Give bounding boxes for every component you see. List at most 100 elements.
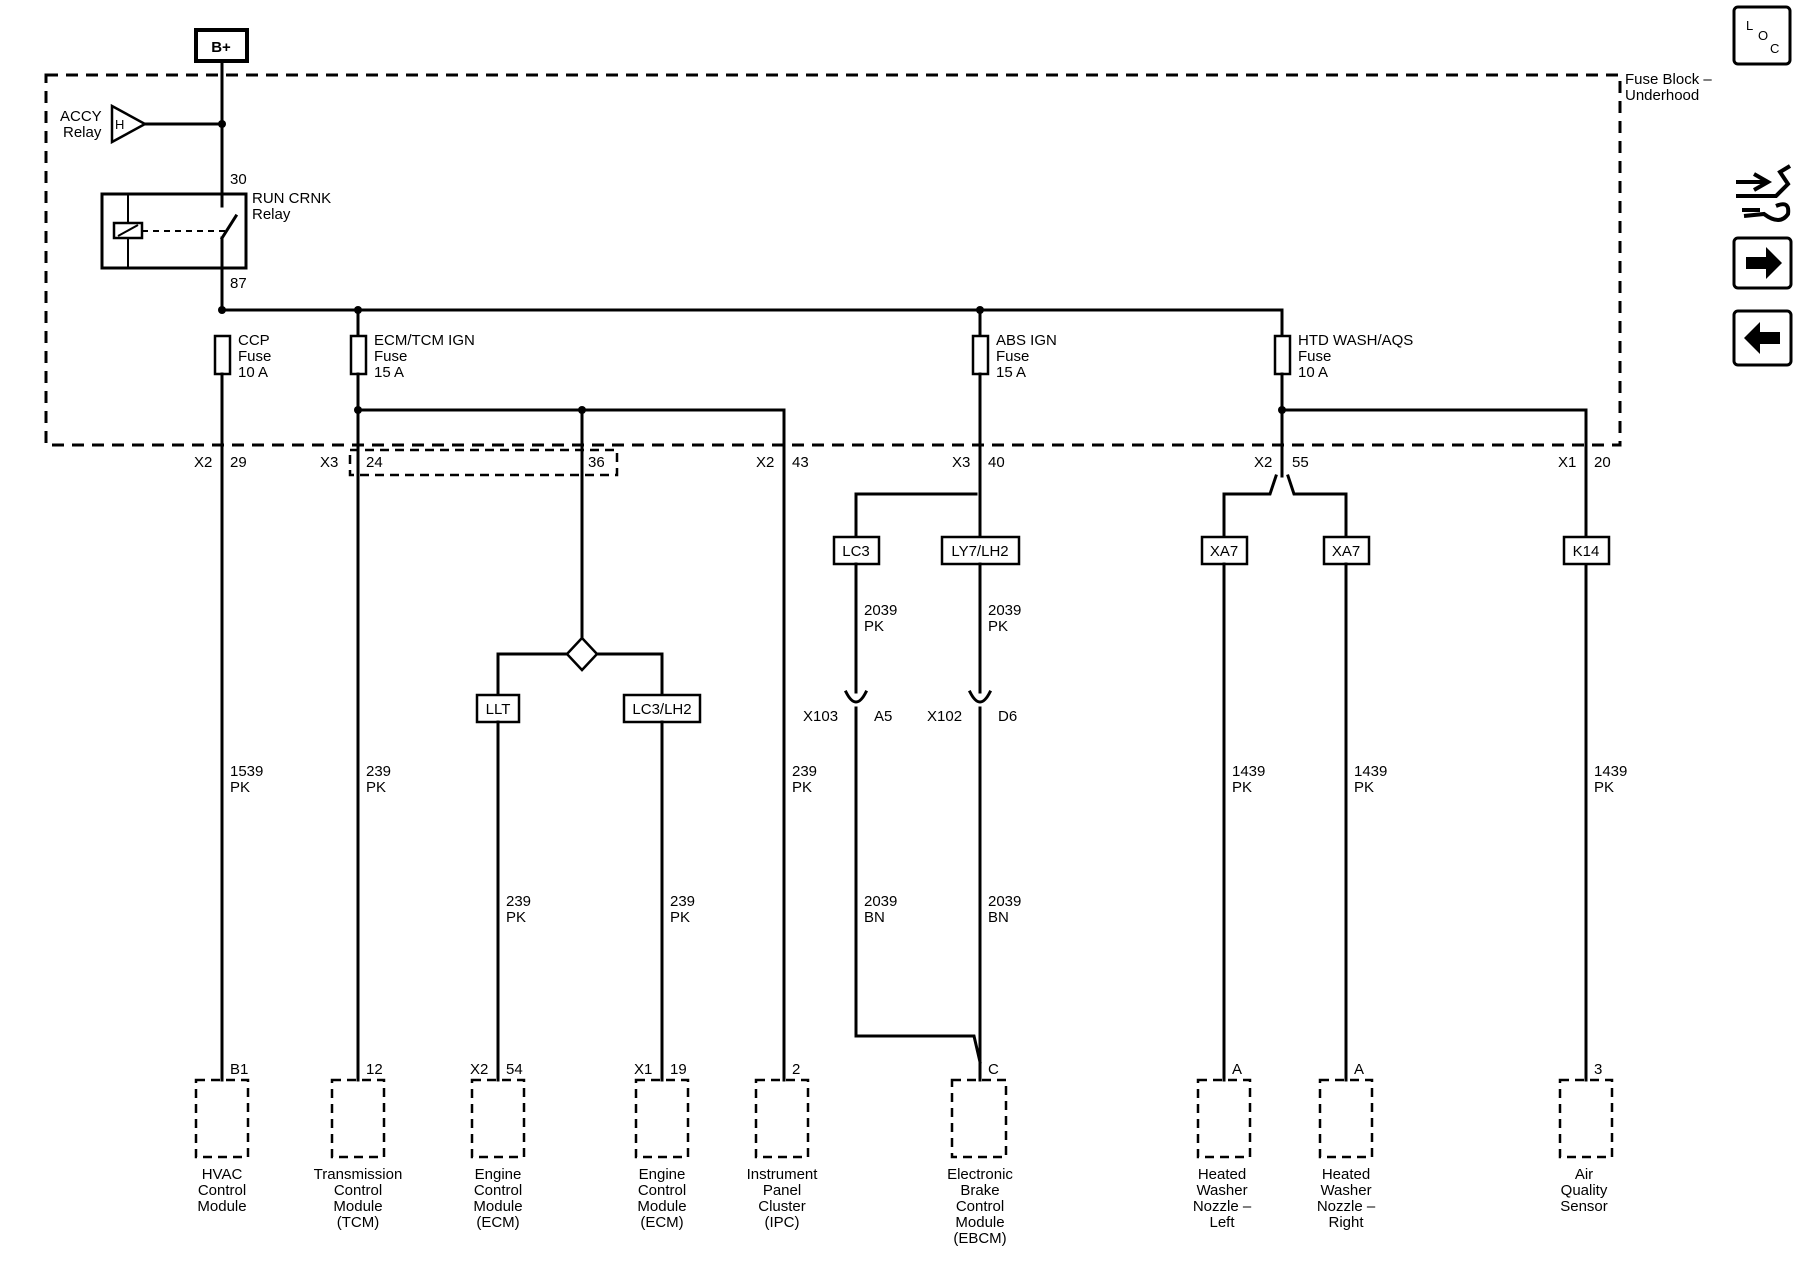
x103-pin: A5 (874, 708, 892, 725)
svg-text:15 A: 15 A (996, 364, 1026, 381)
pin-x2-55: 55 (1292, 454, 1309, 471)
svg-text:BN: BN (864, 909, 885, 926)
svg-text:2039: 2039 (864, 893, 897, 910)
svg-text:1439: 1439 (1594, 763, 1627, 780)
run-crnk-relay (100, 192, 248, 270)
svg-text:O: O (1758, 28, 1768, 43)
run-crnk-label-2: Relay (252, 206, 291, 223)
fuse-block-label-2: Underhood (1625, 87, 1699, 104)
svg-text:(TCM): (TCM) (337, 1214, 379, 1231)
accy-relay-label: ACCY (60, 108, 102, 125)
pin-x2-29-conn: X2 (194, 454, 212, 471)
svg-text:Washer: Washer (1196, 1182, 1247, 1199)
svg-text:PK: PK (230, 779, 250, 796)
svg-text:Fuse: Fuse (238, 348, 271, 365)
option-tag-k14-text: K14 (1573, 543, 1600, 560)
svg-text:Fuse: Fuse (1298, 348, 1331, 365)
pin-x3-36: 36 (588, 454, 605, 471)
svg-text:HVAC: HVAC (202, 1166, 243, 1183)
pin-x3-24-conn: X3 (320, 454, 338, 471)
svg-text:PK: PK (506, 909, 526, 926)
svg-text:1539: 1539 (230, 763, 263, 780)
svg-text:239: 239 (506, 893, 531, 910)
svg-text:1439: 1439 (1232, 763, 1265, 780)
svg-text:Module: Module (473, 1198, 522, 1215)
svg-text:Module: Module (333, 1198, 382, 1215)
svg-text:C: C (988, 1061, 999, 1078)
svg-text:Quality: Quality (1561, 1182, 1608, 1199)
svg-text:X1: X1 (634, 1061, 652, 1078)
svg-text:15 A: 15 A (374, 364, 404, 381)
svg-text:HTD WASH/AQS: HTD WASH/AQS (1298, 332, 1413, 349)
module-ebcm: C Electronic Brake Control Module (EBCM) (947, 1061, 1013, 1247)
washer-branch (1222, 474, 1278, 542)
svg-text:12: 12 (366, 1061, 383, 1078)
svg-text:239: 239 (670, 893, 695, 910)
svg-text:Engine: Engine (475, 1166, 522, 1183)
x3-connector-outline (348, 448, 619, 477)
fuse-htd-wash-aqs: HTD WASH/AQS Fuse 10 A (1273, 332, 1413, 478)
fuse-block-outline (44, 73, 1622, 447)
svg-text:Control: Control (334, 1182, 382, 1199)
svg-text:Right: Right (1328, 1214, 1364, 1231)
svg-text:PK: PK (1594, 779, 1614, 796)
svg-text:Air: Air (1575, 1166, 1593, 1183)
svg-text:B1: B1 (230, 1061, 248, 1078)
svg-text:Engine: Engine (639, 1166, 686, 1183)
svg-text:Nozzle –: Nozzle – (1317, 1198, 1376, 1215)
pin-x3-40: 40 (988, 454, 1005, 471)
svg-text:Nozzle –: Nozzle – (1193, 1198, 1252, 1215)
pin-x2-43-conn: X2 (756, 454, 774, 471)
accy-relay-h: H (115, 117, 124, 132)
svg-text:Module: Module (637, 1198, 686, 1215)
svg-text:Brake: Brake (960, 1182, 999, 1199)
svg-text:10 A: 10 A (1298, 364, 1328, 381)
module-ipc: 2 Instrument Panel Cluster (IPC) (747, 1061, 819, 1231)
ecm-branch-left (496, 652, 569, 698)
htd-splice (1278, 406, 1286, 414)
option-tag-ly7-lh2-text: LY7/LH2 (951, 543, 1008, 560)
fuse-ecm-tcm-ign: ECM/TCM IGN Fuse 15 A (349, 308, 475, 1082)
svg-text:Left: Left (1209, 1214, 1235, 1231)
svg-text:2: 2 (792, 1061, 800, 1078)
x102-pin: D6 (998, 708, 1017, 725)
option-tag-xa7-right-text: XA7 (1332, 543, 1360, 560)
x102-label: X102 (927, 708, 962, 725)
ecm-diamond-splice (565, 636, 599, 672)
svg-text:Control: Control (198, 1182, 246, 1199)
svg-text:ECM/TCM IGN: ECM/TCM IGN (374, 332, 475, 349)
pin-x1-20: 20 (1594, 454, 1611, 471)
arrow-left-icon[interactable] (1732, 309, 1793, 367)
washer-branch-right (1286, 474, 1348, 542)
svg-text:239: 239 (792, 763, 817, 780)
svg-text:Instrument: Instrument (747, 1166, 819, 1183)
fuse-abs-ign: ABS IGN Fuse 15 A (971, 308, 1057, 692)
svg-text:54: 54 (506, 1061, 523, 1078)
svg-text:PK: PK (366, 779, 386, 796)
x102-connector (967, 689, 993, 704)
abs-branch-lc3 (854, 492, 978, 542)
fuse-ccp: CCP Fuse 10 A (213, 332, 271, 1082)
svg-text:Heated: Heated (1198, 1166, 1246, 1183)
module-ecm-lc3: X1 19 Engine Control Module (ECM) (634, 1061, 690, 1231)
bus-splice-1 (218, 306, 226, 314)
svg-text:Heated: Heated (1322, 1166, 1370, 1183)
module-washer-right: A Heated Washer Nozzle – Right (1317, 1061, 1376, 1231)
wrench-connector-icon[interactable] (1736, 164, 1792, 222)
svg-text:(ECM): (ECM) (640, 1214, 683, 1231)
svg-text:(IPC): (IPC) (765, 1214, 800, 1231)
relay-switch-blade (219, 213, 239, 241)
svg-text:Panel: Panel (763, 1182, 801, 1199)
svg-text:PK: PK (670, 909, 690, 926)
svg-text:2039: 2039 (864, 602, 897, 619)
svg-text:Module: Module (955, 1214, 1004, 1231)
option-tag-xa7-left-text: XA7 (1210, 543, 1238, 560)
component-locator-icon[interactable]: L O C (1732, 5, 1792, 66)
option-tag-lc3-lh2-text: LC3/LH2 (632, 701, 691, 718)
x103-label: X103 (803, 708, 838, 725)
module-hvac: B1 HVAC Control Module (194, 1061, 250, 1215)
pin-x3-40-conn: X3 (952, 454, 970, 471)
arrow-right-icon[interactable] (1732, 236, 1793, 290)
accy-relay-symbol (110, 103, 148, 145)
svg-text:Electronic: Electronic (947, 1166, 1013, 1183)
